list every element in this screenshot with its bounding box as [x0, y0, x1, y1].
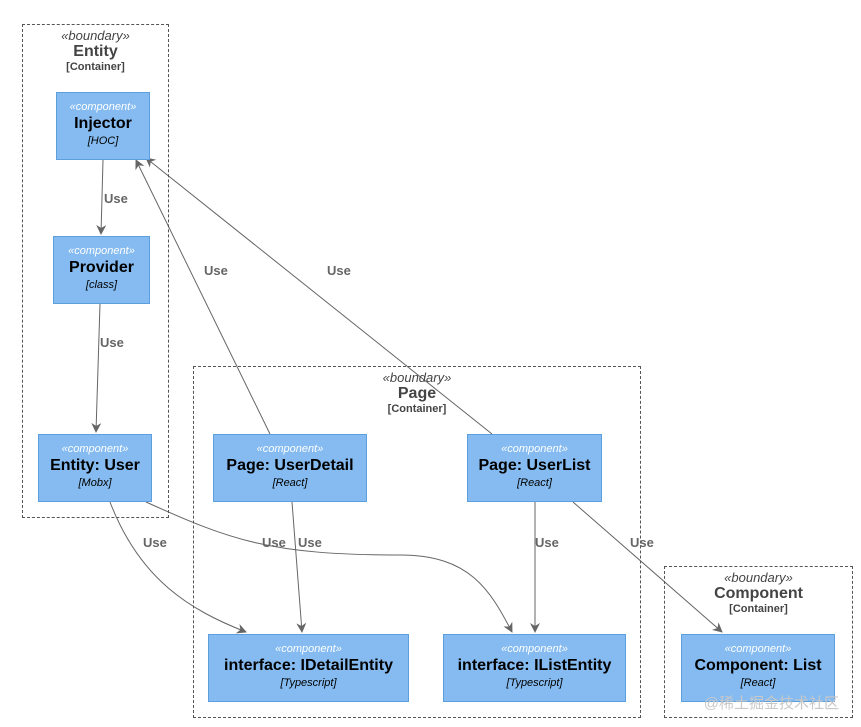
provider-name: Provider	[69, 259, 134, 276]
component-list-stereotype: «component»	[724, 643, 792, 655]
ilist-entity-component[interactable]: «component» interface: IListEntity [Type…	[443, 634, 626, 702]
edge-provider-entity-user	[91, 303, 102, 433]
injector-technology: [HOC]	[87, 135, 119, 147]
entity-boundary: «boundary» Entity [Container]	[22, 24, 169, 518]
idetail-entity-component[interactable]: «component» interface: IDetailEntity [Ty…	[208, 634, 409, 702]
page-userlist-stereotype: «component»	[501, 443, 568, 455]
edge-label-provider-entity-user: Use	[100, 335, 124, 350]
page-userlist-name: Page: UserList	[478, 457, 591, 474]
component-boundary-technology: [Container]	[729, 603, 788, 615]
provider-component[interactable]: «component» Provider [class]	[53, 236, 150, 304]
edge-userdetail-injector	[135, 159, 271, 435]
component-list-name: Component: List	[694, 657, 822, 674]
edge-entity-user-ilist	[145, 501, 513, 633]
edge-injector-provider	[96, 159, 107, 235]
edge-label-entity-user-ilist: Use	[262, 535, 286, 550]
page-userdetail-name: Page: UserDetail	[226, 457, 354, 474]
ilist-entity-name: interface: IListEntity	[457, 657, 612, 674]
entity-boundary-technology: [Container]	[66, 61, 125, 73]
idetail-entity-technology: [Typescript]	[280, 677, 337, 689]
page-boundary-technology: [Container]	[387, 403, 447, 415]
idetail-entity-name: interface: IDetailEntity	[224, 657, 393, 674]
provider-technology: [class]	[85, 279, 118, 291]
page-userdetail-technology: [React]	[272, 477, 308, 489]
edge-label-userlist-injector: Use	[327, 263, 351, 278]
edge-label-userdetail-idetail: Use	[298, 535, 322, 550]
edge-userlist-component-list	[572, 501, 723, 633]
component-boundary-stereotype: «boundary»	[724, 570, 793, 585]
ilist-entity-technology: [Typescript]	[506, 677, 563, 689]
page-userdetail-stereotype: «component»	[256, 443, 324, 455]
edge-label-userlist-ilist: Use	[535, 535, 559, 550]
page-userdetail-component[interactable]: «component» Page: UserDetail [React]	[213, 434, 367, 502]
watermark: @稀土掘金技术社区	[703, 695, 839, 712]
edge-label-userlist-component-list: Use	[630, 535, 654, 550]
edge-label-injector-provider: Use	[104, 191, 128, 206]
page-boundary-stereotype: «boundary»	[382, 370, 452, 385]
edge-label-entity-user-idetail: Use	[143, 535, 167, 550]
page-boundary-name: Page	[397, 385, 437, 402]
edge-userlist-injector	[145, 157, 493, 435]
entity-user-component[interactable]: «component» Entity: User [Mobx]	[38, 434, 152, 502]
entity-user-stereotype: «component»	[61, 443, 129, 455]
entity-boundary-name: Entity	[73, 43, 118, 60]
component-boundary-name: Component	[714, 585, 803, 602]
entity-user-technology: [Mobx]	[78, 477, 112, 489]
entity-boundary-stereotype: «boundary»	[61, 28, 130, 43]
edge-label-userdetail-injector: Use	[204, 263, 228, 278]
entity-user-name: Entity: User	[50, 457, 140, 474]
edge-entity-user-idetail	[109, 501, 247, 634]
injector-name: Injector	[74, 115, 132, 132]
injector-component[interactable]: «component» Injector [HOC]	[56, 92, 150, 160]
page-boundary: «boundary» Page [Container]	[193, 366, 641, 718]
component-list-component[interactable]: «component» Component: List [React]	[681, 634, 835, 702]
page-userlist-technology: [React]	[517, 477, 552, 489]
ilist-entity-stereotype: «component»	[501, 643, 568, 655]
edge-userdetail-idetail	[291, 501, 307, 633]
provider-stereotype: «component»	[68, 245, 135, 257]
component-list-technology: [React]	[740, 677, 776, 689]
idetail-entity-stereotype: «component»	[275, 643, 342, 655]
injector-stereotype: «component»	[69, 101, 137, 113]
component-boundary: «boundary» Component [Container]	[664, 566, 853, 718]
page-userlist-component[interactable]: «component» Page: UserList [React]	[467, 434, 602, 502]
